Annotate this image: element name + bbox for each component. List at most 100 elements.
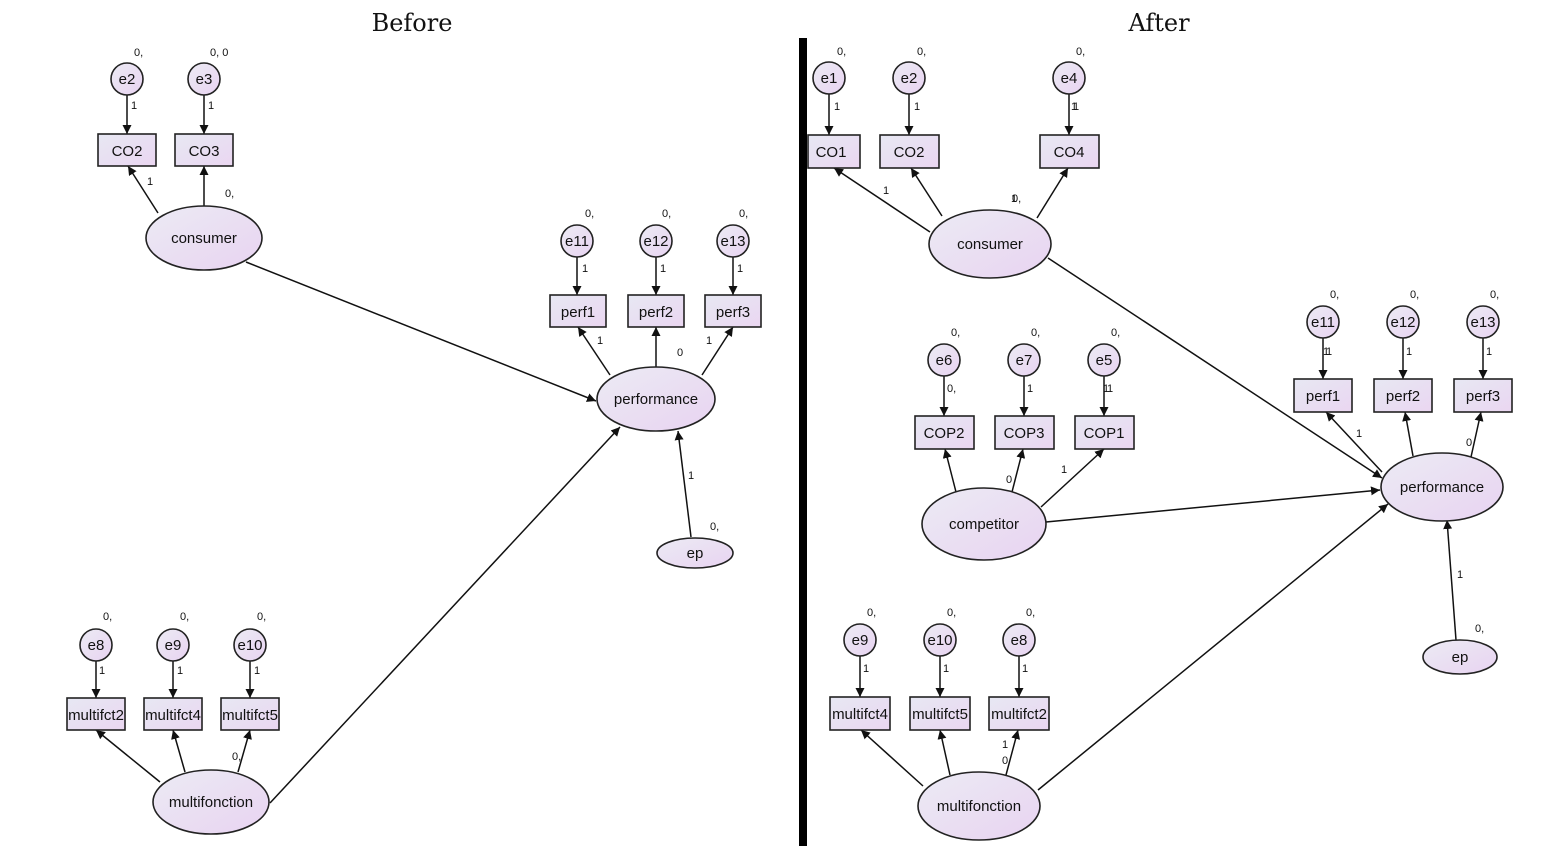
before-annot-1: 1 xyxy=(131,100,137,112)
error-e10-label: e10 xyxy=(237,637,262,654)
latent-multifonction xyxy=(917,771,1041,841)
path-competitor-COP2 xyxy=(942,448,957,493)
observed-multifct2 xyxy=(988,696,1050,731)
path-performance-perf1 xyxy=(577,326,611,376)
before-annot-8: 1 xyxy=(597,335,603,347)
after-annot-16: 1 xyxy=(863,663,869,675)
after-annot-11: 1 xyxy=(1326,346,1332,358)
path-ep-performance xyxy=(674,430,692,538)
after-annot-2: 1 xyxy=(914,101,920,113)
path-multifonction-multifct2 xyxy=(95,729,161,783)
observed-COP3-label: COP3 xyxy=(1004,425,1045,442)
error-e5 xyxy=(1087,343,1121,377)
path-multifonction-multifct4 xyxy=(171,729,186,773)
error-e8 xyxy=(1002,623,1036,657)
error-e2-label: e2 xyxy=(119,71,136,88)
observed-perf2 xyxy=(627,294,685,328)
observed-CO4 xyxy=(1039,134,1100,169)
error-e9 xyxy=(843,623,877,657)
after-annot-15: 1 xyxy=(1457,569,1463,581)
error-e9-value: 0, xyxy=(867,607,876,619)
after-annot-4: 1 xyxy=(883,185,889,197)
after-annot-19: 1 xyxy=(1002,739,1008,751)
after-annot-26: 0, xyxy=(1475,623,1484,635)
panel-divider xyxy=(799,38,807,846)
before-annot-3: 0, xyxy=(225,188,234,200)
error-e13-value: 0, xyxy=(739,208,748,220)
error-e9 xyxy=(156,628,190,662)
before-annot-4: 1 xyxy=(208,100,214,112)
after-panel: e1 0, e2 0, e4 0, e6 0, e7 0, e5 0, e11 … xyxy=(807,46,1513,841)
error-e1-label: e1 xyxy=(821,70,838,87)
error-e11 xyxy=(1306,305,1340,339)
after-annot-5: 1 xyxy=(1011,193,1017,205)
path-competitor-performance xyxy=(1045,486,1381,523)
before-annot-15: 1 xyxy=(254,665,260,677)
latent-competitor xyxy=(921,487,1047,561)
latent-performance xyxy=(596,366,716,432)
latent-consumer-label: consumer xyxy=(171,230,237,247)
after-annot-9: 1 xyxy=(1061,464,1067,476)
observed-perf3-label: perf3 xyxy=(1466,388,1500,405)
before-title: Before xyxy=(372,9,453,37)
after-annot-22: 1 xyxy=(1071,101,1077,113)
after-annot-20: 0 xyxy=(1002,755,1008,767)
path-consumer-CO4 xyxy=(1036,167,1069,219)
error-e7-value: 0, xyxy=(1031,327,1040,339)
latent-consumer-label: consumer xyxy=(957,236,1023,253)
before-annot-6: 1 xyxy=(660,263,666,275)
path-multifonction-multifct5 xyxy=(937,729,951,776)
error-e13 xyxy=(1466,305,1500,339)
latent-multifonction-label: multifonction xyxy=(937,798,1021,815)
observed-multifct4-label: multifct4 xyxy=(832,706,888,723)
path-multifonction-multifct4 xyxy=(860,729,924,787)
error-e3 xyxy=(187,62,221,96)
observed-multifct5 xyxy=(909,696,971,731)
after-annot-10: 0 xyxy=(1006,474,1012,486)
error-e10-value: 0, xyxy=(257,611,266,623)
path-multifonction-performance xyxy=(1037,503,1389,791)
after-annot-12: 1 xyxy=(1406,346,1412,358)
error-e12-label: e12 xyxy=(643,233,668,250)
after-annot-1: 1 xyxy=(834,101,840,113)
error-e8 xyxy=(79,628,113,662)
observed-COP1-label: COP1 xyxy=(1084,425,1125,442)
before-annot-10: 1 xyxy=(706,335,712,347)
error-e10-label: e10 xyxy=(927,632,952,649)
before-annot-13: 1 xyxy=(99,665,105,677)
error-e2 xyxy=(110,62,144,96)
path-performance-perf2 xyxy=(1402,411,1414,457)
error-e12-value: 0, xyxy=(1410,289,1419,301)
error-e3-label: e3 xyxy=(196,71,213,88)
after-annot-13: 1 xyxy=(1486,346,1492,358)
error-e13-value: 0, xyxy=(1490,289,1499,301)
observed-CO3-label: CO3 xyxy=(189,143,220,160)
after-annot-8: 1 xyxy=(1107,383,1113,395)
latent-performance xyxy=(1380,452,1504,522)
observed-multifct4 xyxy=(829,696,891,731)
error-e8-label: e8 xyxy=(1011,632,1028,649)
path-consumer-performance xyxy=(245,261,597,402)
observed-CO4-label: CO4 xyxy=(1054,144,1085,161)
error-e10-value: 0, xyxy=(947,607,956,619)
error-e1-value: 0, xyxy=(837,46,846,58)
error-e4 xyxy=(1052,61,1086,95)
observed-CO2 xyxy=(97,133,157,167)
error-e3-value: 0, 0 xyxy=(210,47,228,59)
error-e4-label: e4 xyxy=(1061,70,1078,87)
after-title: After xyxy=(1127,9,1190,37)
path-competitor-COP1 xyxy=(1040,448,1105,508)
error-e2-label: e2 xyxy=(901,70,918,87)
observed-perf2-label: perf2 xyxy=(639,304,673,321)
error-e9-value: 0, xyxy=(180,611,189,623)
path-competitor-COP3 xyxy=(1011,448,1026,493)
error-e2 xyxy=(892,61,926,95)
error-e11-value: 0, xyxy=(1330,289,1339,301)
error-e13-label: e13 xyxy=(720,233,745,250)
path-multifonction-multifct5 xyxy=(237,729,252,773)
error-e7 xyxy=(1007,343,1041,377)
latent-ep-label: ep xyxy=(1452,649,1469,666)
observed-CO3 xyxy=(174,133,234,167)
observed-perf3 xyxy=(704,294,762,328)
error-e9-label: e9 xyxy=(165,637,182,654)
